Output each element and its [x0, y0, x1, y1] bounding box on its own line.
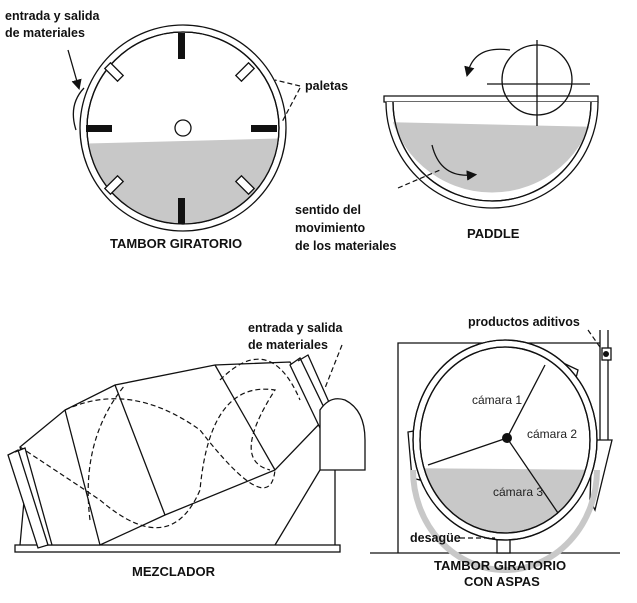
- bladed-drum-title: TAMBOR GIRATORIO: [434, 558, 566, 573]
- rotation-arrow-icon: [464, 48, 511, 78]
- base: [14, 544, 341, 553]
- inlet-label: entrada y salida: [5, 9, 101, 23]
- flow-arrow-icon: [431, 144, 478, 181]
- paddles-label: paletas: [305, 79, 348, 93]
- inlet-label: entrada y salida: [248, 321, 344, 335]
- mixer-flange-left: [7, 447, 53, 549]
- tambor-title: TAMBOR GIRATORIO: [110, 236, 242, 251]
- paddle-diagram: sentido del movimiento de los materiales…: [295, 40, 599, 253]
- axle: [502, 433, 512, 443]
- drain-label: desagüe: [410, 531, 461, 545]
- paddle-title: PADDLE: [467, 226, 520, 241]
- flow-label-2: movimiento: [295, 221, 366, 235]
- chamber-1-label: cámara 1: [472, 393, 522, 407]
- mezclador-title: MEZCLADOR: [132, 564, 216, 579]
- axle: [174, 119, 192, 137]
- additives-label: productos aditivos: [468, 315, 580, 329]
- bladed-drum-diagram: productos aditivos cámara 1 cámara 2 cám…: [370, 315, 620, 589]
- rotating-drum-diagram: entrada y salida de materiales paletas T…: [5, 9, 348, 251]
- flow-label-1: sentido del: [295, 203, 361, 217]
- paddles: [86, 33, 277, 224]
- mixer-drum: [19, 361, 326, 546]
- blades: [427, 364, 559, 514]
- pedestal: [319, 398, 366, 471]
- inlet-bulge: [72, 87, 85, 131]
- bladed-drum-title-2: CON ASPAS: [464, 574, 540, 589]
- flow-label-3: de los materiales: [295, 239, 396, 253]
- chamber-2-label: cámara 2: [527, 427, 577, 441]
- material-fill: [388, 122, 596, 193]
- inlet-label-2: de materiales: [248, 338, 328, 352]
- inlet-label-2: de materiales: [5, 26, 85, 40]
- mixer-diagram: entrada y salida de materiales MEZCLADOR: [7, 321, 366, 579]
- chamber-3-label: cámara 3: [493, 485, 543, 499]
